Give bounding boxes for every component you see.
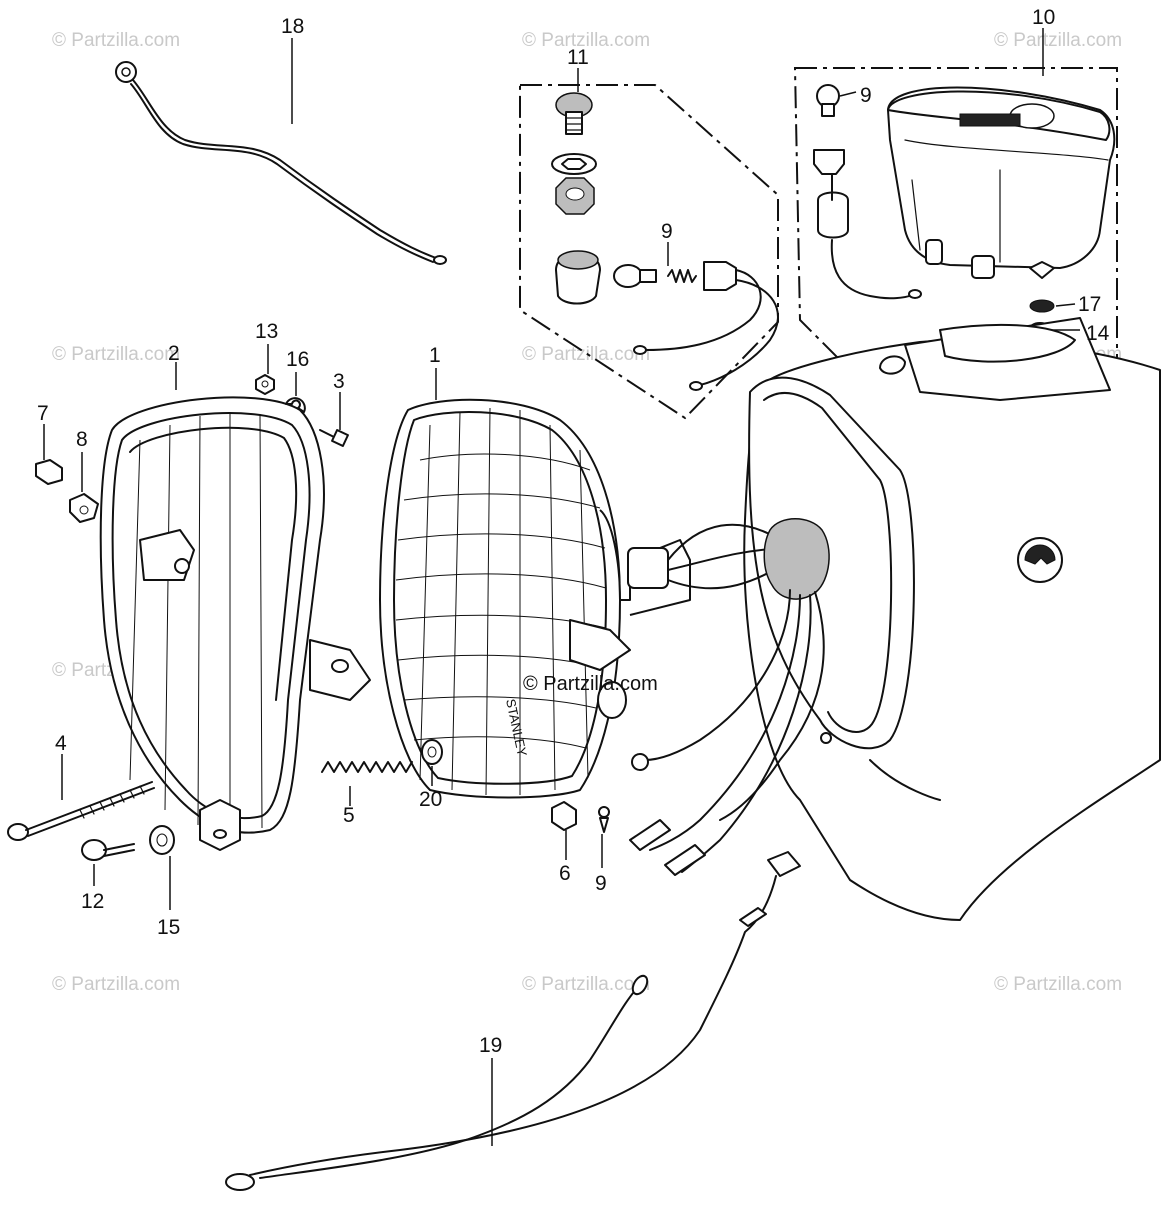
callout-9-meter[interactable]: 9 — [860, 84, 872, 107]
watermark: © Partzilla.com — [52, 30, 180, 51]
bulb-part-9-meter[interactable] — [816, 84, 840, 117]
watermark: © Partzilla.com — [522, 30, 650, 51]
callout-7[interactable]: 7 — [37, 402, 49, 425]
speedometer-part-10[interactable] — [887, 86, 1116, 279]
ground-wire-part-18[interactable] — [115, 61, 447, 265]
callout-13[interactable]: 13 — [255, 320, 278, 343]
bolt-part-4[interactable] — [7, 781, 155, 841]
watermark: © Partzilla.com — [52, 974, 180, 995]
wire-harness-part-19[interactable] — [225, 851, 801, 1191]
bulb-socket-assembly[interactable] — [813, 149, 922, 300]
callout-5[interactable]: 5 — [343, 804, 355, 827]
callout-17[interactable]: 17 — [1078, 293, 1101, 316]
headlight-case[interactable] — [743, 317, 1161, 921]
callout-10[interactable]: 10 — [1032, 6, 1055, 29]
watermark: © Partzilla.com — [994, 30, 1122, 51]
callout-16[interactable]: 16 — [286, 348, 309, 371]
callout-11[interactable]: 11 — [567, 46, 589, 69]
callout-6[interactable]: 6 — [559, 862, 571, 885]
callout-18[interactable]: 18 — [281, 15, 304, 38]
clip-part-8[interactable] — [69, 493, 99, 523]
headlight-rim-part-2[interactable] — [99, 396, 371, 851]
callout-14[interactable]: 14 — [1086, 322, 1110, 345]
watermark: © Partzilla.com — [994, 974, 1122, 995]
screw-part-12[interactable] — [81, 839, 135, 861]
washer-part-17[interactable] — [1029, 299, 1055, 313]
watermark: © Partzilla.com — [522, 344, 650, 365]
callout-4[interactable]: 4 — [55, 732, 67, 755]
spring-part-5[interactable] — [321, 761, 413, 773]
callout-8[interactable]: 8 — [76, 428, 88, 451]
screw-part-7[interactable] — [35, 459, 63, 485]
indicator-lamp-assembly-part-11[interactable] — [551, 92, 601, 305]
callout-20[interactable]: 20 — [419, 788, 442, 811]
callout-12[interactable]: 12 — [81, 890, 104, 913]
screw-part-3[interactable] — [319, 429, 349, 447]
clip-part-6[interactable] — [551, 801, 577, 831]
washer-part-20[interactable] — [421, 739, 443, 765]
callout-1[interactable]: 1 — [429, 344, 441, 367]
center-watermark: © Partzilla.com — [523, 673, 658, 695]
wiring-harness[interactable] — [629, 518, 830, 876]
callout-9-small[interactable]: 9 — [595, 872, 607, 895]
bulb-part-9-small[interactable] — [598, 806, 610, 833]
callout-2[interactable]: 2 — [168, 342, 180, 365]
watermark: © Partzilla.com — [52, 344, 180, 365]
washer-part-15[interactable] — [149, 825, 175, 855]
callout-numbers: 18 10 11 9 9 17 14 13 16 3 2 1 7 8 4 5 2… — [37, 6, 1110, 1057]
callout-3[interactable]: 3 — [333, 370, 345, 393]
nut-part-13[interactable] — [255, 374, 275, 395]
callout-15[interactable]: 15 — [157, 916, 180, 939]
headlight-unit-part-1[interactable]: STANLEY — [379, 398, 791, 799]
watermark: © Partzilla.com — [522, 974, 650, 995]
callout-leaders — [43, 28, 1080, 1146]
callout-19[interactable]: 19 — [479, 1034, 502, 1057]
callout-9-inset[interactable]: 9 — [661, 220, 673, 243]
bulb-part-9-inset[interactable] — [613, 261, 779, 391]
clip-part-16[interactable] — [285, 397, 306, 413]
